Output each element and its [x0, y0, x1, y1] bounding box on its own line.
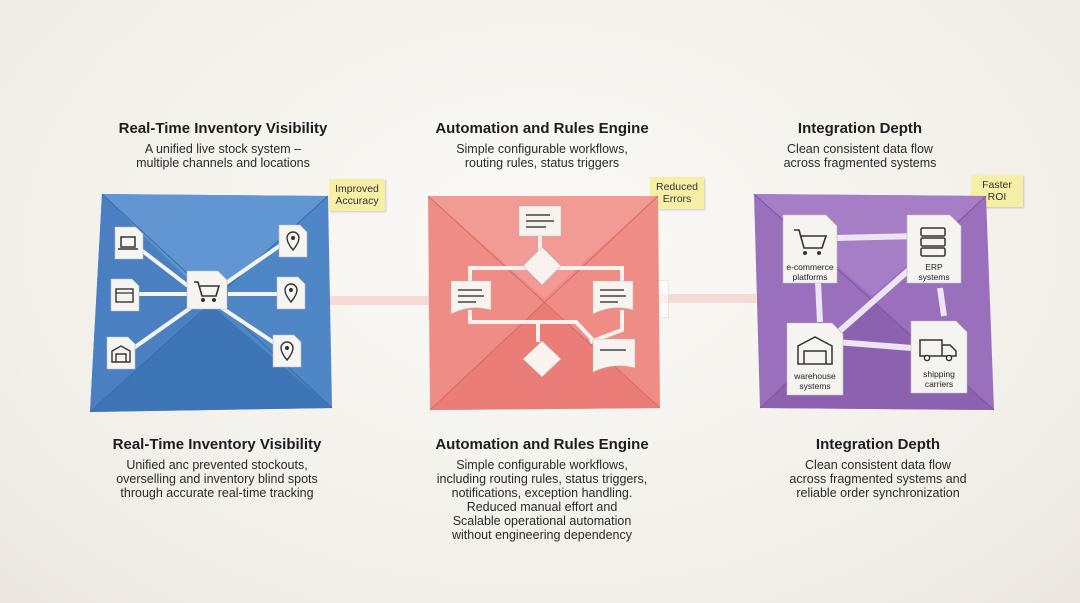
panel-1-bottom-title: Real-Time Inventory Visibility [112, 436, 322, 453]
decision-diamond-icon [522, 340, 562, 378]
laptop-icon [114, 226, 144, 260]
location-pin-icon [278, 224, 308, 258]
flowchart-icon [518, 205, 562, 237]
panel-1-top-description: A unified live stock system – multiple c… [136, 142, 310, 170]
warehouse-icon [106, 336, 136, 370]
system-label-erp: ERP systems [918, 262, 950, 282]
decision-diamond-icon [522, 246, 562, 286]
connector-2-3 [658, 294, 756, 303]
panel-3-top-description: Clean consistent data flow across fragme… [783, 142, 937, 170]
panel-2-top-description: Simple configurable workflows, routing r… [456, 142, 628, 170]
warehouse-icon [786, 322, 844, 396]
system-label-warehouse: warehouse systems [794, 371, 836, 391]
panel-2-bottom-title: Automation and Rules Engine [435, 436, 649, 453]
shopping-cart-icon [782, 214, 838, 284]
system-label-shipping: shipping carriers [923, 369, 955, 389]
panel-1-badge: Improved Accuracy [329, 179, 385, 211]
panel-1-bottom-description: Unified anc prevented stockouts, oversel… [116, 458, 318, 500]
panel-1-top-title: Real-Time Inventory Visibility [118, 120, 328, 137]
document-icon [592, 338, 636, 373]
location-pin-icon [272, 334, 302, 368]
panel-2-bottom-description: Simple configurable workflows, including… [436, 458, 648, 542]
panel-3-bottom-description: Clean consistent data flow across fragme… [789, 458, 967, 500]
panel-2-badge: Reduced Errors [650, 177, 704, 209]
panel-2-top-title: Automation and Rules Engine [435, 120, 649, 137]
panel-3-top-title: Integration Depth [797, 120, 923, 137]
location-pin-icon [276, 276, 306, 310]
delivery-truck-icon [910, 320, 968, 394]
connector-1-2 [328, 296, 430, 305]
panel-3-bottom-title: Integration Depth [815, 436, 941, 453]
browser-window-icon [110, 278, 140, 312]
server-icon [906, 214, 962, 284]
shopping-cart-icon [186, 270, 228, 310]
document-icon [592, 280, 634, 315]
document-icon [450, 280, 492, 315]
system-label-ecommerce: e-commerce platforms [786, 262, 834, 282]
